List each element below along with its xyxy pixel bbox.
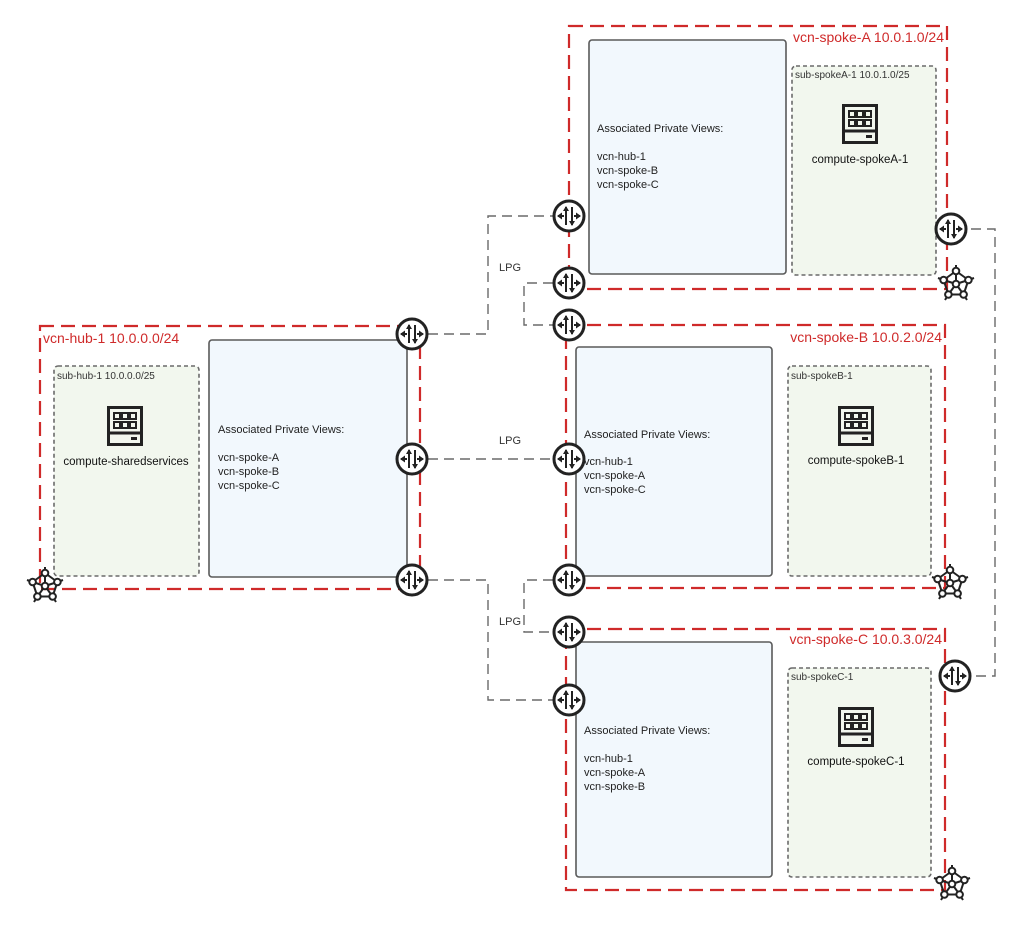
link-spokeB-to-spokeC <box>523 579 569 633</box>
views-spokeB-item: vcn-spoke-A <box>584 470 646 482</box>
views-spokeA-box <box>588 39 787 275</box>
router-icon[interactable] <box>552 683 586 717</box>
vcn-hub-1: vcn-hub-1 10.0.0.0/24 sub-hub-1 10.0.0.0… <box>26 317 429 603</box>
views-spokeC-item: vcn-hub-1 <box>584 753 633 765</box>
link-hub-to-spokeC <box>412 579 569 701</box>
subnet-hub-label: sub-hub-1 10.0.0.0/25 <box>57 371 155 382</box>
vcn-spokeC-label: vcn-spoke-C 10.0.3.0/24 <box>789 631 942 647</box>
link-spokeA-to-spokeB <box>523 282 569 326</box>
views-spokeC-item: vcn-spoke-B <box>584 781 645 793</box>
router-icon[interactable] <box>552 615 586 649</box>
views-hub-item: vcn-spoke-C <box>218 480 280 492</box>
views-spokeC-item: vcn-spoke-A <box>584 767 646 779</box>
vcn-hub-label: vcn-hub-1 10.0.0.0/24 <box>43 330 179 346</box>
vcn-spoke-C: vcn-spoke-C 10.0.3.0/24 Associated Priva… <box>552 615 972 901</box>
router-icon[interactable] <box>938 659 972 693</box>
router-icon[interactable] <box>552 442 586 476</box>
lpg-links <box>412 215 996 701</box>
views-spokeB-title: Associated Private Views: <box>584 429 710 441</box>
vcn-spokeB-border <box>564 323 947 590</box>
router-icon[interactable] <box>934 212 968 246</box>
dns-resolver-icon[interactable] <box>931 563 969 600</box>
views-spokeB-item: vcn-spoke-C <box>584 484 646 496</box>
views-spokeA-item: vcn-hub-1 <box>597 151 646 163</box>
vcn-spoke-B: vcn-spoke-B 10.0.2.0/24 Associated Priva… <box>552 308 969 600</box>
subnet-spokeA-label: sub-spokeA-1 10.0.1.0/25 <box>795 70 910 81</box>
router-icon[interactable] <box>395 442 429 476</box>
views-hub-item: vcn-spoke-B <box>218 466 279 478</box>
lpg-label: LPG <box>499 262 521 274</box>
router-icon[interactable] <box>552 308 586 342</box>
views-hub-title: Associated Private Views: <box>218 424 344 436</box>
router-icon[interactable] <box>552 266 586 300</box>
dns-resolver-icon[interactable] <box>933 864 971 901</box>
lpg-label: LPG <box>499 616 521 628</box>
router-icon[interactable] <box>552 563 586 597</box>
compute-hub-label: compute-sharedservices <box>63 456 189 468</box>
subnet-spokeB-label: sub-spokeB-1 <box>791 371 853 382</box>
vcn-spokeC-border <box>564 627 947 892</box>
views-spokeC-title: Associated Private Views: <box>584 725 710 737</box>
subnet-hub-box <box>53 365 200 577</box>
link-spokeA-to-spokeC-drg <box>955 228 996 677</box>
subnet-spokeA-box <box>791 65 937 276</box>
views-spokeA-item: vcn-spoke-C <box>597 179 659 191</box>
views-spokeC-box <box>575 641 773 878</box>
router-icon[interactable] <box>395 563 429 597</box>
router-icon[interactable] <box>395 317 429 351</box>
views-spokeA-item: vcn-spoke-B <box>597 165 658 177</box>
views-hub-item: vcn-spoke-A <box>218 452 280 464</box>
views-spokeA-title: Associated Private Views: <box>597 123 723 135</box>
vcn-spokeB-label: vcn-spoke-B 10.0.2.0/24 <box>790 329 942 345</box>
vcn-spoke-A: vcn-spoke-A 10.0.1.0/24 Associated Priva… <box>552 24 975 301</box>
subnet-spokeB-box <box>787 365 932 577</box>
dns-resolver-icon[interactable] <box>937 264 975 301</box>
compute-spokeC-label: compute-spokeC-1 <box>807 756 904 768</box>
lpg-label: LPG <box>499 435 521 447</box>
router-icon[interactable] <box>552 199 586 233</box>
vcn-spokeA-border <box>567 24 949 291</box>
subnet-spokeC-label: sub-spokeC-1 <box>791 672 854 683</box>
views-spokeB-item: vcn-hub-1 <box>584 456 633 468</box>
subnet-spokeC-box <box>787 667 932 878</box>
compute-spokeB-label: compute-spokeB-1 <box>808 455 905 467</box>
vcn-spokeA-label: vcn-spoke-A 10.0.1.0/24 <box>793 29 944 45</box>
link-hub-to-spokeA <box>412 215 569 335</box>
compute-spokeA-label: compute-spokeA-1 <box>812 154 909 166</box>
